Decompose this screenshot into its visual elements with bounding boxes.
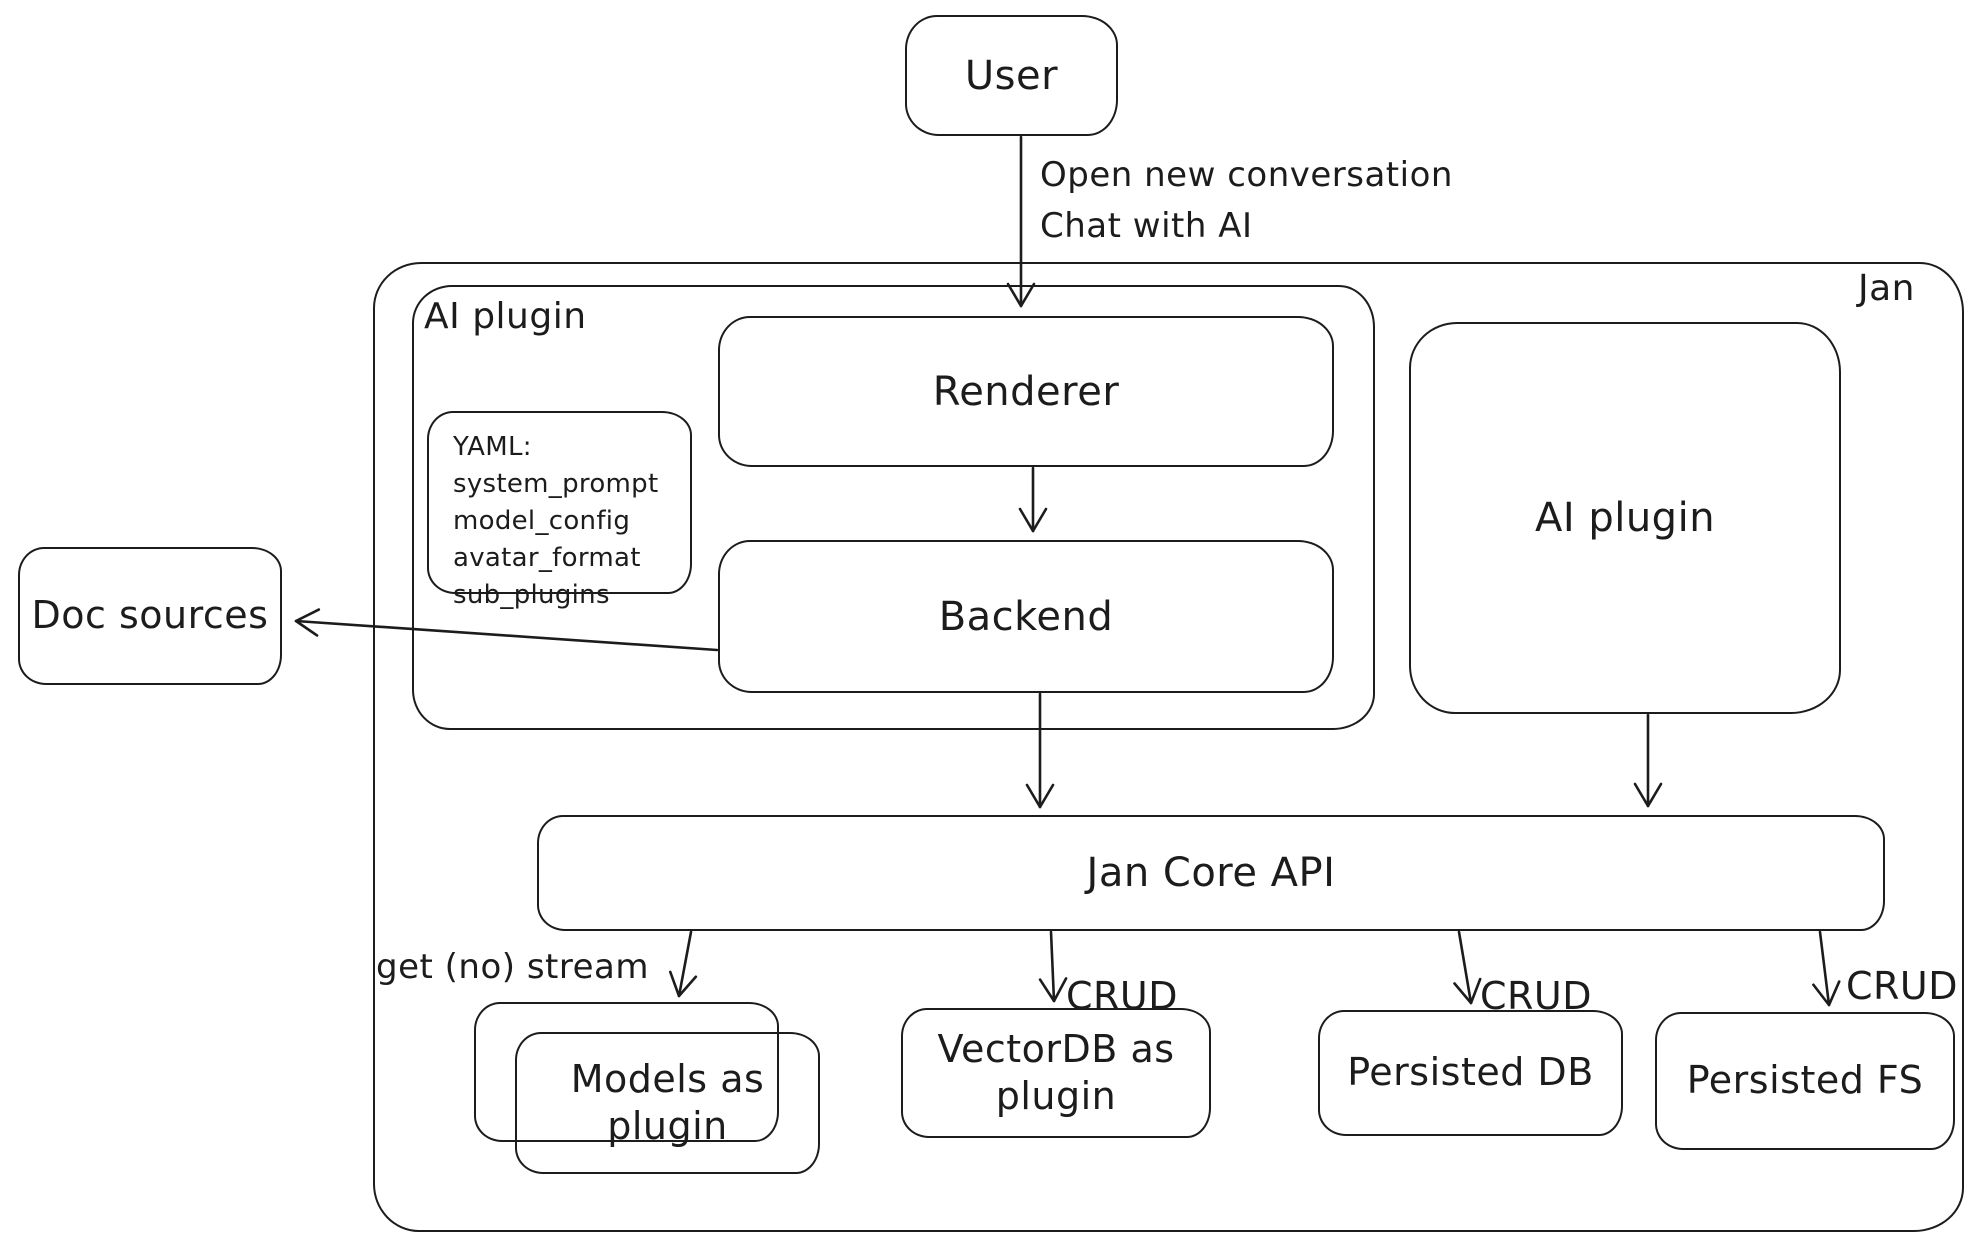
edge-label-get-no-stream: get (no) stream <box>376 947 649 987</box>
yaml-note-line: YAML: <box>453 432 532 462</box>
yaml-note-line: system_prompt <box>453 468 659 499</box>
edge-label-open-conversation: Open new conversation <box>1040 155 1453 195</box>
node-jan-core-api-label: Jan Core API <box>1086 850 1336 896</box>
node-user-label: User <box>964 52 1059 99</box>
node-backend-label: Backend <box>938 593 1114 640</box>
node-persisted-fs: Persisted FS <box>1655 1012 1955 1150</box>
node-doc-sources: Doc sources <box>18 547 282 685</box>
node-doc-sources-label: Doc sources <box>31 593 269 638</box>
edge-label-crud-vectordb: CRUD <box>1066 974 1179 1018</box>
node-models-as-plugin: Models as plugin <box>515 1032 820 1174</box>
yaml-note-line: avatar_format <box>453 542 641 573</box>
node-persisted-db-label: Persisted DB <box>1347 1050 1594 1095</box>
jan-container-label: Jan <box>1858 268 1915 309</box>
yaml-note: YAML: system_prompt model_config avatar_… <box>427 411 692 610</box>
edge-label-chat-with-ai: Chat with AI <box>1040 206 1253 246</box>
node-models-as-plugin-back <box>474 1002 779 1142</box>
node-renderer: Renderer <box>718 316 1334 467</box>
node-persisted-fs-label: Persisted FS <box>1686 1058 1924 1103</box>
node-ai-plugin-right: AI plugin <box>1409 322 1841 714</box>
node-backend: Backend <box>718 540 1334 693</box>
yaml-note-line: sub_plugins <box>453 579 610 610</box>
ai-plugin-left-label: AI plugin <box>424 296 587 337</box>
node-vector-db: VectorDB as plugin <box>901 1008 1211 1138</box>
node-renderer-label: Renderer <box>932 368 1120 415</box>
node-vector-db-label: VectorDB as plugin <box>937 1026 1175 1119</box>
ai-plugin-left-container <box>412 285 1375 730</box>
node-jan-core-api: Jan Core API <box>537 815 1885 931</box>
yaml-note-line: model_config <box>453 505 631 536</box>
edge-label-user-to-renderer: Open new conversation Chat with AI <box>1040 150 1453 252</box>
node-models-as-plugin-label: Models as plugin <box>570 1056 765 1149</box>
jan-container <box>373 262 1964 1232</box>
node-persisted-db: Persisted DB <box>1318 1010 1623 1136</box>
edge-label-crud-persisted-fs: CRUD <box>1846 964 1959 1008</box>
node-user: User <box>905 15 1118 136</box>
node-ai-plugin-right-label: AI plugin <box>1534 495 1716 541</box>
